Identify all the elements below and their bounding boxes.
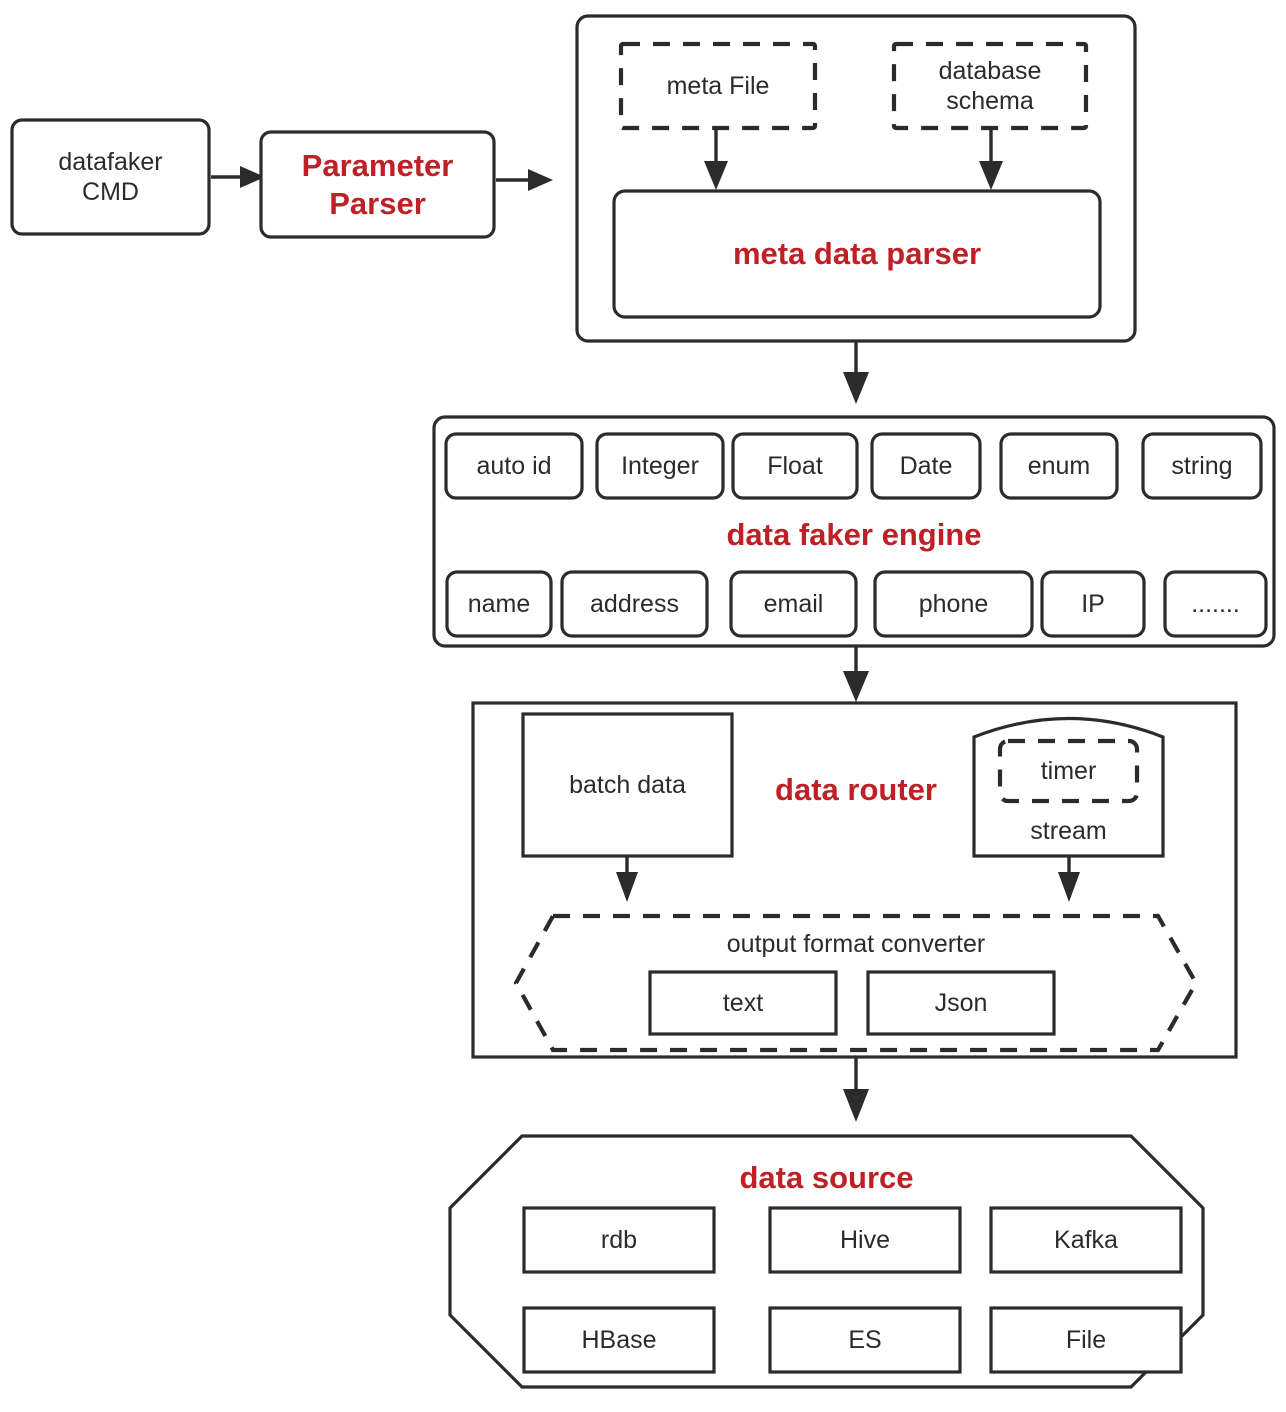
arrow-batchdata-to-converter [616,856,638,902]
node-engine-type[interactable] [595,432,725,500]
arrow-parser-to-metaparser [496,169,553,191]
node-data-source[interactable] [989,1306,1183,1374]
node-timer[interactable] [997,738,1140,804]
arrow-cmd-to-parser [211,166,265,188]
node-engine-type[interactable] [560,570,709,638]
node-engine-type[interactable] [1163,570,1268,638]
arrow-dbschema-to-parser [979,128,1003,190]
node-data-source[interactable] [522,1206,716,1274]
node-stream[interactable] [972,716,1165,858]
node-engine-type[interactable] [1040,570,1146,638]
node-engine-type[interactable] [731,432,859,500]
node-meta-file[interactable] [618,41,818,131]
node-engine-type[interactable] [999,432,1119,500]
node-data-source[interactable] [768,1206,962,1274]
node-parameter-parser[interactable] [259,130,496,239]
arrow-router-to-datasource [843,1057,869,1122]
node-json-format[interactable] [866,970,1056,1036]
node-engine-type[interactable] [873,570,1034,638]
node-engine-type[interactable] [870,432,982,500]
node-engine-type[interactable] [445,570,553,638]
arrow-engine-to-router [843,646,869,702]
arrow-metafile-to-parser [704,128,728,190]
node-database-schema[interactable] [891,41,1089,131]
node-engine-type[interactable] [729,570,858,638]
arrow-metaparser-to-engine [843,341,869,404]
container-data-faker-engine [432,415,1276,648]
node-datafaker-cmd[interactable] [10,118,211,236]
node-output-format-converter[interactable] [513,913,1199,1053]
node-text-format[interactable] [648,970,838,1036]
node-data-source[interactable] [989,1206,1183,1274]
node-engine-type[interactable] [1141,432,1263,500]
node-engine-type[interactable] [444,432,584,500]
container-data-source [448,1134,1205,1389]
arrow-stream-to-converter [1058,856,1080,902]
node-data-source[interactable] [768,1306,962,1374]
node-data-source[interactable] [522,1306,716,1374]
node-meta-data-parser[interactable] [612,189,1102,319]
node-batch-data[interactable] [521,712,734,858]
